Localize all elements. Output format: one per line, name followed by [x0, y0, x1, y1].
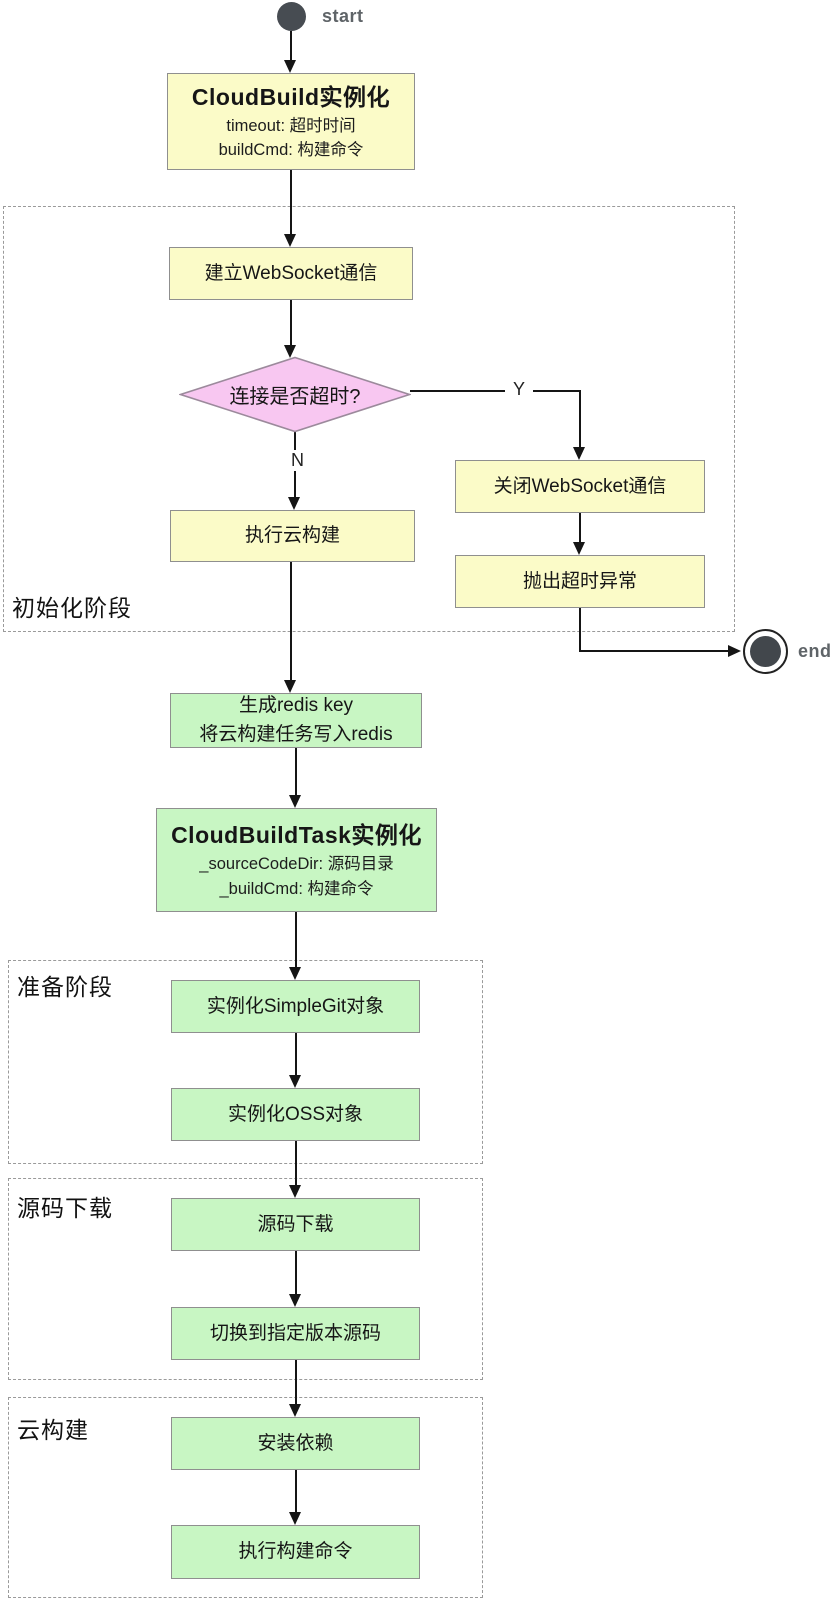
node-source-download: 源码下载	[171, 1198, 420, 1251]
connector-decision-yes	[410, 390, 580, 392]
connector-simplegit-to-oss	[295, 1033, 297, 1077]
node-cloudbuildtask-init-line2: _buildCmd: 构建命令	[219, 879, 374, 898]
node-cloudbuildtask-init-line1: _sourceCodeDir: 源码目录	[199, 855, 394, 874]
node-cloudbuild-init-line1: timeout: 超时时间	[226, 116, 356, 135]
node-exec-cloud-build: 执行云构建	[170, 510, 415, 562]
end-node	[743, 629, 788, 674]
node-oss: 实例化OSS对象	[171, 1088, 420, 1141]
node-cloudbuildtask-init-title: CloudBuildTask实例化	[171, 822, 422, 849]
connector-close-to-throw	[579, 513, 581, 544]
node-simplegit: 实例化SimpleGit对象	[171, 980, 420, 1033]
node-redis-write-line2: 将云构建任务写入redis	[199, 724, 393, 745]
arrowhead-down-icon	[289, 1185, 301, 1198]
arrowhead-down-icon	[284, 60, 296, 73]
connector-cloudbuild-to-websocket	[290, 170, 292, 236]
arrowhead-down-icon	[288, 497, 300, 510]
arrowhead-down-icon	[289, 1075, 301, 1088]
start-label: start	[322, 6, 364, 26]
arrowhead-down-icon	[289, 1512, 301, 1525]
node-checkout-version: 切换到指定版本源码	[171, 1307, 420, 1360]
connector-oss-to-download	[295, 1141, 297, 1187]
node-cloudbuild-init-line2: buildCmd: 构建命令	[218, 141, 364, 160]
branch-yes-label: Y	[505, 379, 534, 400]
connector-websocket-to-decision	[290, 300, 292, 347]
arrowhead-down-icon	[289, 1294, 301, 1307]
arrowhead-down-icon	[289, 967, 301, 980]
group-init-phase	[3, 206, 735, 632]
node-cloudbuild-init: CloudBuild实例化 timeout: 超时时间 buildCmd: 构建…	[167, 73, 415, 170]
connector-redis-to-task	[295, 748, 297, 797]
node-exec-build-cmd: 执行构建命令	[171, 1525, 420, 1579]
connector-checkout-to-deps	[295, 1360, 297, 1406]
group-cloud-build	[8, 1397, 483, 1598]
node-close-websocket: 关闭WebSocket通信	[455, 460, 705, 513]
arrowhead-down-icon	[289, 795, 301, 808]
connector-task-to-simplegit	[295, 912, 297, 969]
node-open-websocket: 建立WebSocket通信	[169, 247, 413, 300]
group-source-download	[8, 1178, 483, 1380]
group-prepare-phase	[8, 960, 483, 1164]
start-node	[277, 2, 306, 31]
connector-yes-down	[579, 390, 581, 448]
node-redis-write-line1: 生成redis key	[238, 695, 354, 717]
group-cloud-build-label: 云构建	[17, 1417, 89, 1443]
node-redis-write: 生成redis key 将云构建任务写入redis	[170, 693, 422, 748]
connector-throw-to-end-h	[579, 650, 729, 652]
connector-start-to-cloudbuild	[290, 31, 292, 62]
decision-diamond-shape	[179, 356, 411, 433]
node-throw-timeout: 抛出超时异常	[455, 555, 705, 608]
node-timeout-decision-label: 连接是否超时?	[229, 386, 361, 408]
connector-exec-to-redis	[290, 562, 292, 682]
node-install-deps: 安装依赖	[171, 1417, 420, 1470]
connector-download-to-checkout	[295, 1251, 297, 1296]
arrowhead-down-icon	[284, 234, 296, 247]
node-timeout-decision: 连接是否超时?	[179, 356, 411, 433]
node-cloudbuildtask-init: CloudBuildTask实例化 _sourceCodeDir: 源码目录 _…	[156, 808, 437, 912]
arrowhead-down-icon	[284, 345, 296, 358]
connector-deps-to-build	[295, 1470, 297, 1514]
connector-throw-to-end-v	[579, 608, 581, 652]
end-label: end	[798, 641, 832, 661]
arrowhead-down-icon	[573, 447, 585, 460]
branch-no-label: N	[283, 450, 312, 471]
arrowhead-down-icon	[573, 542, 585, 555]
group-init-phase-label: 初始化阶段	[12, 595, 132, 621]
arrowhead-down-icon	[284, 680, 296, 693]
group-source-download-label: 源码下载	[17, 1195, 113, 1221]
end-node-inner-dot	[750, 636, 781, 667]
group-prepare-phase-label: 准备阶段	[17, 974, 113, 1000]
arrowhead-right-icon	[728, 645, 741, 657]
node-cloudbuild-init-title: CloudBuild实例化	[191, 83, 391, 110]
arrowhead-down-icon	[289, 1404, 301, 1417]
